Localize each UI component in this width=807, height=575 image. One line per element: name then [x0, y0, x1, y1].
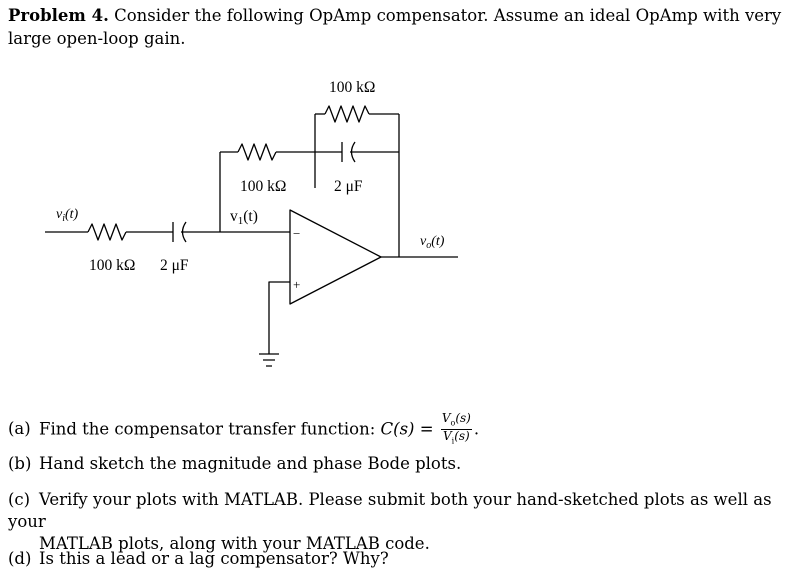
problem-text: Consider the following OpAmp compensator…	[8, 6, 782, 48]
question-b: (b) Hand sketch the magnitude and phase B…	[8, 453, 803, 475]
transfer-fraction: Vo(s)Vi(s)	[440, 411, 472, 446]
input-resistor-label: 100 kΩ	[89, 257, 135, 274]
question-a: (a) Find the compensator transfer functio…	[8, 411, 480, 446]
question-b-label: (b)	[8, 454, 32, 473]
opamp-minus-sign: −	[293, 226, 300, 241]
question-c: (c)Verify your plots with MATLAB. Please…	[8, 489, 803, 555]
node-v1-label: v1(t)	[230, 208, 258, 227]
question-c-line1: Verify your plots with MATLAB. Please su…	[8, 490, 772, 531]
question-d-label: (d)	[8, 549, 32, 568]
question-a-text: Find the compensator transfer function:	[39, 419, 381, 439]
question-d: (d) Is this a lead or a lag compensator? …	[8, 548, 803, 570]
output-vo-label: vo(t)	[420, 234, 445, 251]
noninverting-wire	[268, 281, 290, 354]
question-c-line2: MATLAB plots, along with your MATLAB cod…	[39, 534, 430, 553]
question-a-label: (a)	[8, 419, 31, 439]
inverting-node-wire	[219, 152, 290, 233]
opamp-triangle	[289, 209, 382, 305]
question-d-text: Is this a lead or a lag compensator? Why…	[39, 549, 389, 568]
input-vi-label: vi(t)	[56, 207, 79, 224]
feedback-resistor-top-label: 100 kΩ	[329, 79, 375, 96]
feedback-resistor-label: 100 kΩ	[240, 178, 286, 195]
question-b-text: Hand sketch the magnitude and phase Bode…	[39, 454, 462, 473]
question-c-label: (c)	[8, 490, 31, 509]
feedback-capacitor-label: 2 μF	[334, 178, 363, 195]
problem-label: Problem 4.	[8, 6, 109, 25]
feedback-resistor-top	[324, 105, 370, 123]
opamp-plus-sign: +	[293, 277, 300, 292]
problem-statement: Problem 4. Consider the following OpAmp …	[8, 4, 803, 50]
input-capacitor-label: 2 μF	[160, 257, 189, 274]
ground-symbol	[259, 353, 279, 367]
question-a-func: C(s) =	[380, 419, 439, 439]
input-resistor	[87, 223, 127, 241]
feedback-resistor	[237, 143, 277, 161]
opamp-circuit-diagram: 100 kΩ 100 kΩ 2 μF v1(t) vi(t) 100 kΩ 2 …	[45, 79, 458, 367]
